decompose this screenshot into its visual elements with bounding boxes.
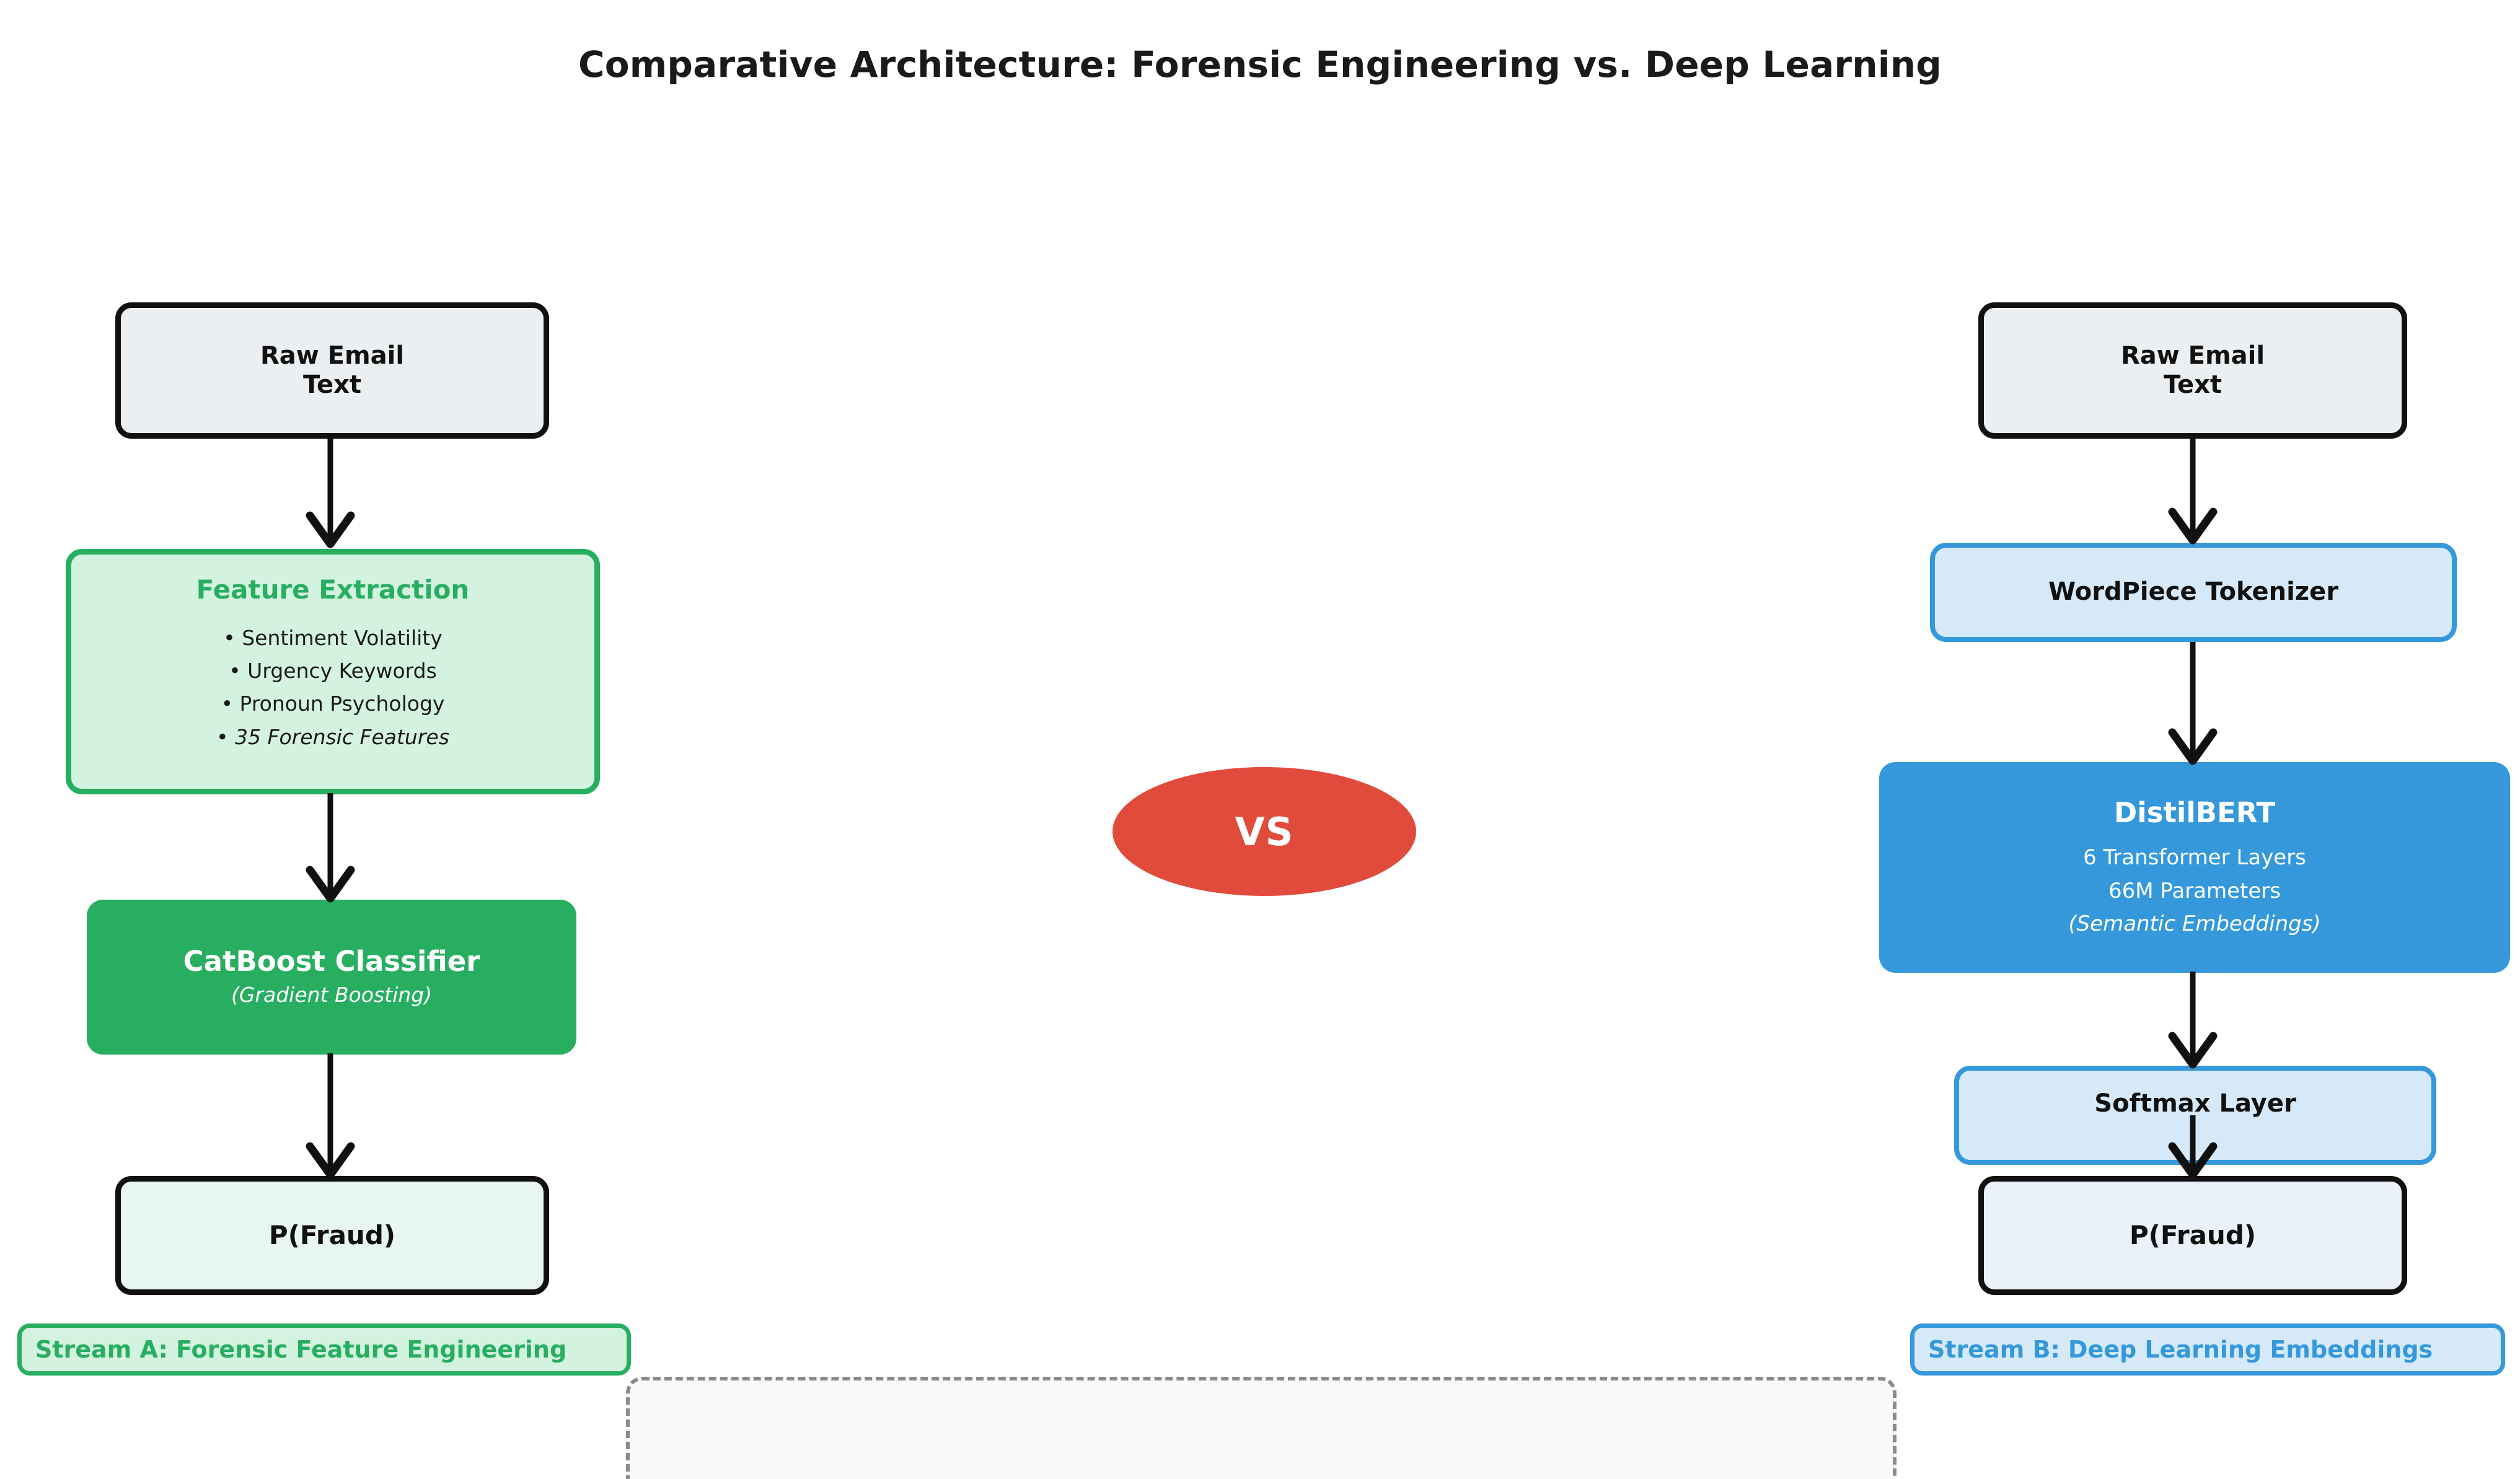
arrow-b-tokenizer-to-distilbert-head [2168, 728, 2218, 765]
stream-a-label[interactable]: Stream A: Forensic Feature Engineering [17, 1323, 631, 1376]
node-b-distilbert[interactable]: DistilBERT 6 Transformer Layers 66M Para… [1879, 762, 2510, 973]
stream-b-label[interactable]: Stream B: Deep Learning Embeddings [1910, 1323, 2505, 1376]
arrow-b-raw-to-tokenizer-head [2168, 507, 2218, 545]
arrow-b-distilbert-to-softmax-head [2168, 1032, 2218, 1069]
vs-badge: VS [1112, 767, 1416, 896]
node-b-tokenizer-title: WordPiece Tokenizer [2048, 577, 2338, 607]
node-b-distilbert-title: DistilBERT [2113, 796, 2276, 829]
node-a-raw-email[interactable]: Raw Email Text [115, 302, 549, 439]
bullet-item: • Urgency Keywords [229, 659, 437, 683]
node-b-wordpiece-tokenizer[interactable]: WordPiece Tokenizer [1930, 543, 2457, 642]
node-b-distilbert-line: (Semantic Embeddings) [2068, 911, 2321, 937]
node-b-raw-email-title: Raw Email Text [2120, 341, 2265, 399]
arrow-a-raw-to-feature-head [306, 511, 355, 548]
node-b-softmax-title: Softmax Layer [2094, 1089, 2296, 1118]
page-title: Comparative Architecture: Forensic Engin… [578, 43, 1942, 86]
node-a-feature-bullets: • Sentiment Volatility • Urgency Keyword… [216, 621, 449, 754]
node-a-catboost-title: CatBoost Classifier [183, 945, 480, 978]
node-b-output-probability[interactable]: P(Fraud) [1978, 1176, 2407, 1295]
node-b-softmax-layer[interactable]: Softmax Layer [1954, 1066, 2436, 1165]
stream-b-label-text: Stream B: Deep Learning Embeddings [1928, 1336, 2433, 1363]
node-b-output-title: P(Fraud) [2129, 1220, 2257, 1251]
node-b-distilbert-line: 66M Parameters [2108, 878, 2281, 903]
arrow-a-catboost-to-output-head [306, 1142, 355, 1179]
node-a-raw-email-title: Raw Email Text [260, 341, 405, 399]
vs-label-text: VS [1235, 809, 1294, 854]
stream-a-label-text: Stream A: Forensic Feature Engineering [35, 1336, 567, 1363]
node-a-output-title: P(Fraud) [268, 1220, 396, 1251]
bullet-item: • Sentiment Volatility [223, 625, 443, 650]
bullet-item: • Pronoun Psychology [221, 691, 445, 716]
node-b-distilbert-line: 6 Transformer Layers [2083, 845, 2306, 870]
node-b-raw-email[interactable]: Raw Email Text [1978, 302, 2407, 439]
node-a-catboost-subtitle: (Gradient Boosting) [231, 983, 433, 1007]
node-a-feature-extraction[interactable]: Feature Extraction • Sentiment Volatilit… [66, 549, 600, 794]
arrow-a-feature-to-catboost-head [306, 866, 355, 903]
fusion-panel-dashed [626, 1377, 1897, 1479]
node-a-output-probability[interactable]: P(Fraud) [115, 1176, 549, 1295]
node-a-feature-extraction-title: Feature Extraction [196, 574, 470, 605]
bullet-item: • 35 Forensic Features [216, 724, 449, 749]
node-a-catboost-classifier[interactable]: CatBoost Classifier (Gradient Boosting) [87, 900, 576, 1055]
